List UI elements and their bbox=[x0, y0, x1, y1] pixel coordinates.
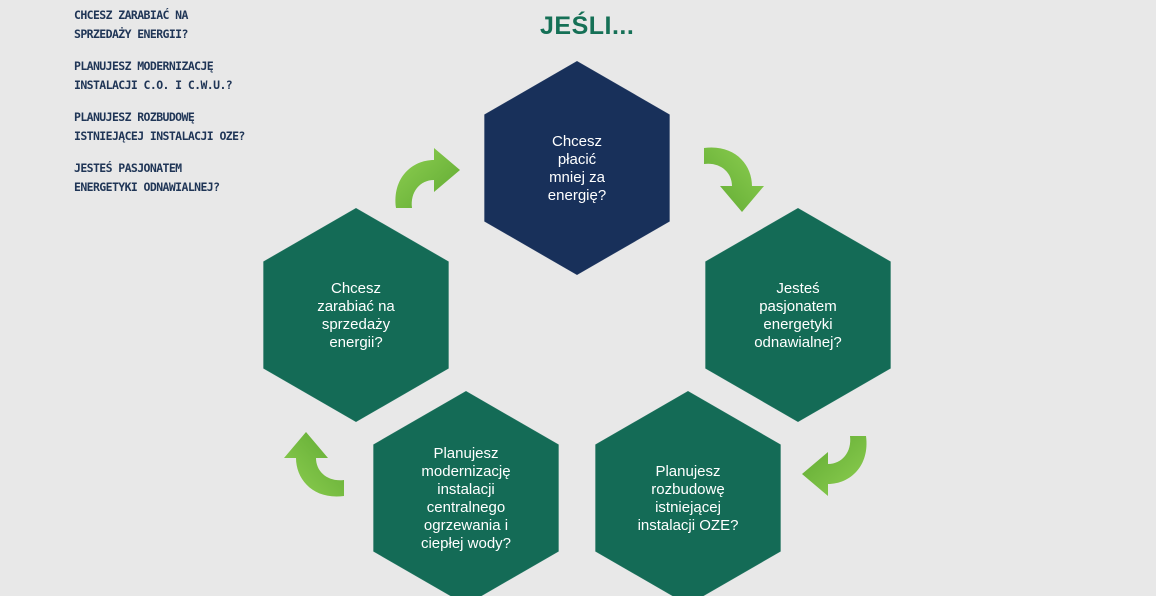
hex-pay-less-label-line: energię? bbox=[548, 187, 606, 204]
hex-modernize-label-line: ciepłej wody? bbox=[421, 535, 511, 552]
curved-arrow-icon bbox=[395, 148, 460, 208]
hex-earn-label-line: zarabiać na bbox=[317, 298, 395, 315]
side-link-modernize[interactable]: Planujesz modernizację instalacji c.o. i… bbox=[74, 59, 233, 92]
hex-earn-label-line: sprzedaży bbox=[322, 316, 391, 333]
side-link-enthusiast[interactable]: Jesteś pasjonatem energetyki odnawialnej… bbox=[74, 161, 220, 194]
hex-modernize-label-line: modernizację bbox=[421, 463, 510, 480]
hex-pay-less-label-line: mniej za bbox=[549, 169, 606, 186]
curved-arrow-icon bbox=[802, 436, 867, 496]
question-list: Chcesz zarabiać na sprzedaży energii? Pl… bbox=[74, 6, 294, 210]
hex-expand-oze-shape bbox=[594, 390, 782, 596]
hex-enthusiast-label-line: Jesteś bbox=[776, 280, 819, 297]
hex-enthusiast-shape bbox=[704, 207, 892, 423]
hex-earn-label-line: energii? bbox=[329, 334, 382, 351]
hex-expand-oze-label-line: istniejącej bbox=[655, 499, 721, 516]
hex-pay-less-shape bbox=[483, 60, 671, 276]
hex-pay-less-label-line: płacić bbox=[558, 151, 597, 168]
hex-pay-less-label-line: Chcesz bbox=[552, 133, 602, 150]
hex-expand-oze-label-line: Planujesz bbox=[655, 463, 720, 480]
curved-arrow-icon bbox=[284, 432, 344, 497]
side-link-expand[interactable]: Planujesz rozbudowę istniejącej instalac… bbox=[74, 110, 245, 143]
hex-modernize-label-line: Planujesz bbox=[433, 445, 498, 462]
side-link-earn[interactable]: Chcesz zarabiać na sprzedaży energii? bbox=[74, 8, 188, 41]
hex-modernize-shape bbox=[372, 390, 560, 596]
hex-modernize-label-line: instalacji bbox=[437, 481, 495, 498]
hex-expand-oze-label-line: instalacji OZE? bbox=[638, 517, 739, 534]
hex-modernize-label-line: centralnego bbox=[427, 499, 505, 516]
hex-enthusiast-label-line: energetyki bbox=[763, 316, 832, 333]
curved-arrow-icon bbox=[704, 147, 764, 212]
hex-earn-label-line: Chcesz bbox=[331, 280, 381, 297]
hex-expand-oze-label-line: rozbudowę bbox=[651, 481, 724, 498]
page-title: JEŚLI... bbox=[540, 12, 635, 40]
hex-enthusiast-label-line: odnawialnej? bbox=[754, 334, 842, 351]
hex-enthusiast-label-line: pasjonatem bbox=[759, 298, 837, 315]
hex-earn-shape bbox=[262, 207, 450, 423]
hex-modernize-label-line: ogrzewania i bbox=[424, 517, 508, 534]
